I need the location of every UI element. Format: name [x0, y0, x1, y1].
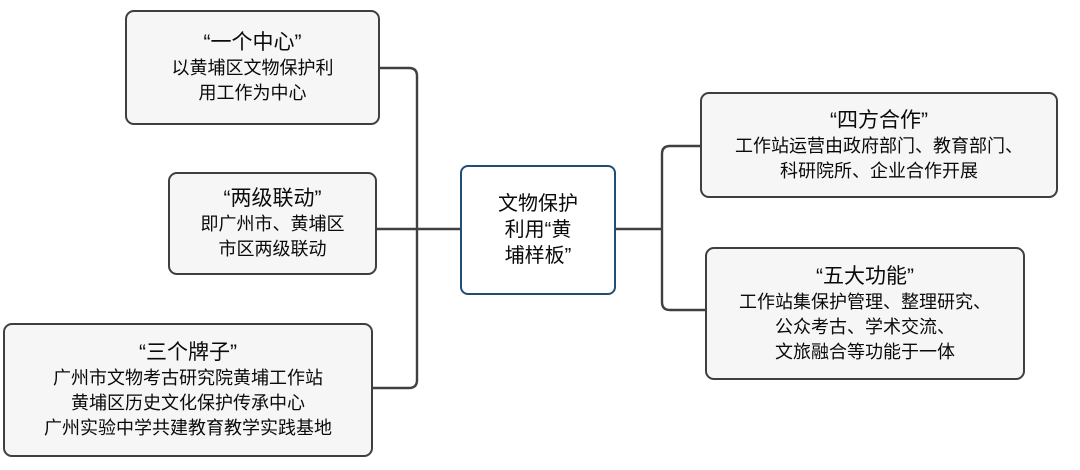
node-title: “四方合作” — [830, 108, 928, 132]
node-body: 即广州市、黄埔区 市区两级联动 — [200, 214, 345, 259]
node-two-level-linkage: “两级联动” 即广州市、黄埔区 市区两级联动 — [168, 172, 377, 275]
node-five-functions: “五大功能” 工作站集保护管理、整理研究、 公众考古、学术交流、 文旅融合等功能… — [705, 247, 1025, 380]
node-three-plaques: “三个牌子” 广州市文物考古研究院黄埔工作站 黄埔区历史文化保护传承中心 广州实… — [3, 323, 373, 457]
right-bracket-line — [660, 144, 705, 312]
node-central-huangpu-model: 文物保护 利用“黄 埔样板” — [460, 165, 616, 295]
node-four-party-cooperation: “四方合作” 工作站运营由政府部门、教育部门、 科研院所、企业合作开展 — [700, 92, 1058, 198]
node-title: “一个中心” — [203, 31, 302, 54]
node-one-center: “一个中心” 以黄埔区文物保护利 用工作为中心 — [125, 10, 380, 125]
node-body: 以黄埔区文物保护利 用工作为中心 — [171, 58, 334, 103]
node-body: 工作站运营由政府部门、教育部门、 科研院所、企业合作开展 — [735, 135, 1023, 181]
node-title: “五大功能” — [816, 264, 914, 288]
node-title: “两级联动” — [223, 187, 322, 210]
node-body: 工作站集保护管理、整理研究、 公众考古、学术交流、 文旅融合等功能于一体 — [739, 291, 991, 362]
node-title: “三个牌子” — [139, 341, 237, 364]
node-body: 广州市文物考古研究院黄埔工作站 黄埔区历史文化保护传承中心 广州实验中学共建教育… — [44, 368, 332, 438]
